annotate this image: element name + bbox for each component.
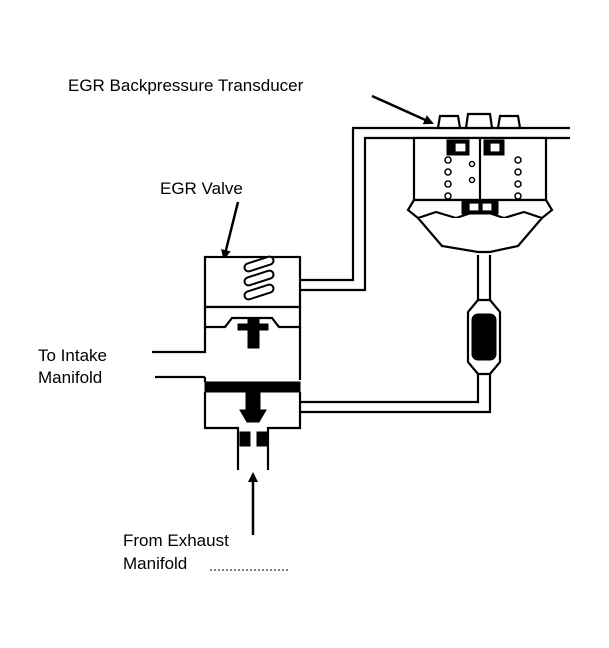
backpressure-transducer <box>406 112 554 254</box>
intake-label-line2: Manifold <box>38 368 102 387</box>
backpressure-line <box>300 255 492 414</box>
transducer-port-right <box>496 114 522 130</box>
transducer-label: EGR Backpressure Transducer <box>68 76 304 95</box>
egr-valve <box>152 255 302 470</box>
exhaust-label-line2: Manifold <box>123 554 187 573</box>
egr-valve-leader-arrow <box>221 201 240 260</box>
backpressure-filter <box>466 298 502 376</box>
egr-valve-spring <box>243 255 275 301</box>
transducer-port-left <box>436 114 462 130</box>
transducer-leader-arrow <box>371 94 434 125</box>
transducer-port-center <box>464 112 494 130</box>
exhaust-label-line1: From Exhaust <box>123 531 229 550</box>
intake-label-line1: To Intake <box>38 346 107 365</box>
egr-valve-label: EGR Valve <box>160 179 243 198</box>
